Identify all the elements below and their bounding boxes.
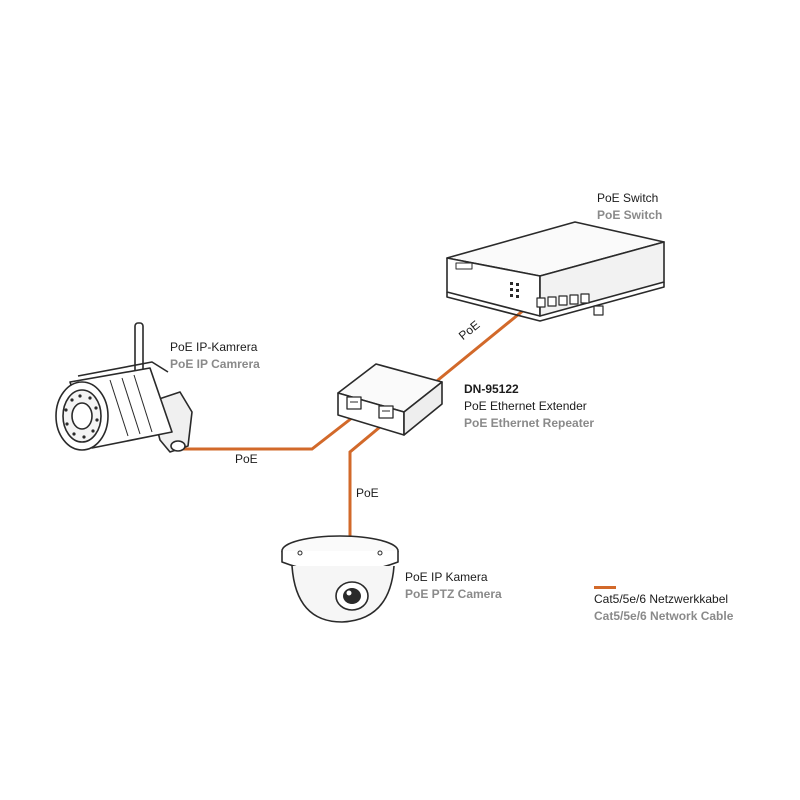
poe-ip-camera	[55, 322, 193, 453]
extender-label-en: PoE Ethernet Repeater	[464, 416, 595, 430]
ip-camera-label-de: PoE IP-Kamrera	[170, 340, 258, 354]
cable-label-ptz-camera: PoE	[356, 486, 379, 500]
camera-ir-leds	[64, 394, 99, 439]
switch-brand-mark	[455, 262, 473, 270]
extender-label: DN-95122 PoE Ethernet Extender PoE Ether…	[464, 381, 594, 432]
extender-label-de: PoE Ethernet Extender	[464, 399, 587, 413]
ip-camera-label-en: PoE IP Camrera	[170, 357, 260, 371]
cable-extender-to-ip-camera	[176, 412, 359, 451]
legend-label-en: Cat5/5e/6 Network Cable	[594, 609, 734, 623]
ptz-camera-label-en: PoE PTZ Camera	[405, 587, 502, 601]
ptz-camera-label: PoE IP Kamera PoE PTZ Camera	[405, 569, 502, 603]
poe-switch	[446, 221, 665, 322]
ip-camera-label: PoE IP-Kamrera PoE IP Camrera	[170, 339, 260, 373]
switch-label-de: PoE Switch	[597, 191, 659, 205]
legend: Cat5/5e/6 Netzwerkkabel Cat5/5e/6 Networ…	[594, 591, 733, 625]
extender-model: DN-95122	[464, 382, 519, 396]
legend-label-de: Cat5/5e/6 Netzwerkkabel	[594, 592, 729, 606]
switch-label-en: PoE Switch	[597, 208, 663, 222]
cable-label-ip-camera: PoE	[235, 452, 258, 466]
extender-port-out	[378, 405, 394, 419]
cables	[176, 303, 532, 547]
ptz-camera-label-de: PoE IP Kamera	[405, 570, 488, 584]
extender-port-in	[346, 396, 362, 410]
switch-leds	[510, 282, 519, 298]
poe-extender	[337, 363, 443, 436]
switch-label: PoE Switch PoE Switch	[597, 190, 662, 224]
cable-extender-to-ptz-camera	[348, 420, 388, 547]
cable-switch-to-extender	[436, 303, 532, 382]
switch-ports	[536, 293, 604, 316]
legend-cable-swatch	[594, 586, 616, 589]
poe-ptz-camera	[281, 535, 399, 623]
